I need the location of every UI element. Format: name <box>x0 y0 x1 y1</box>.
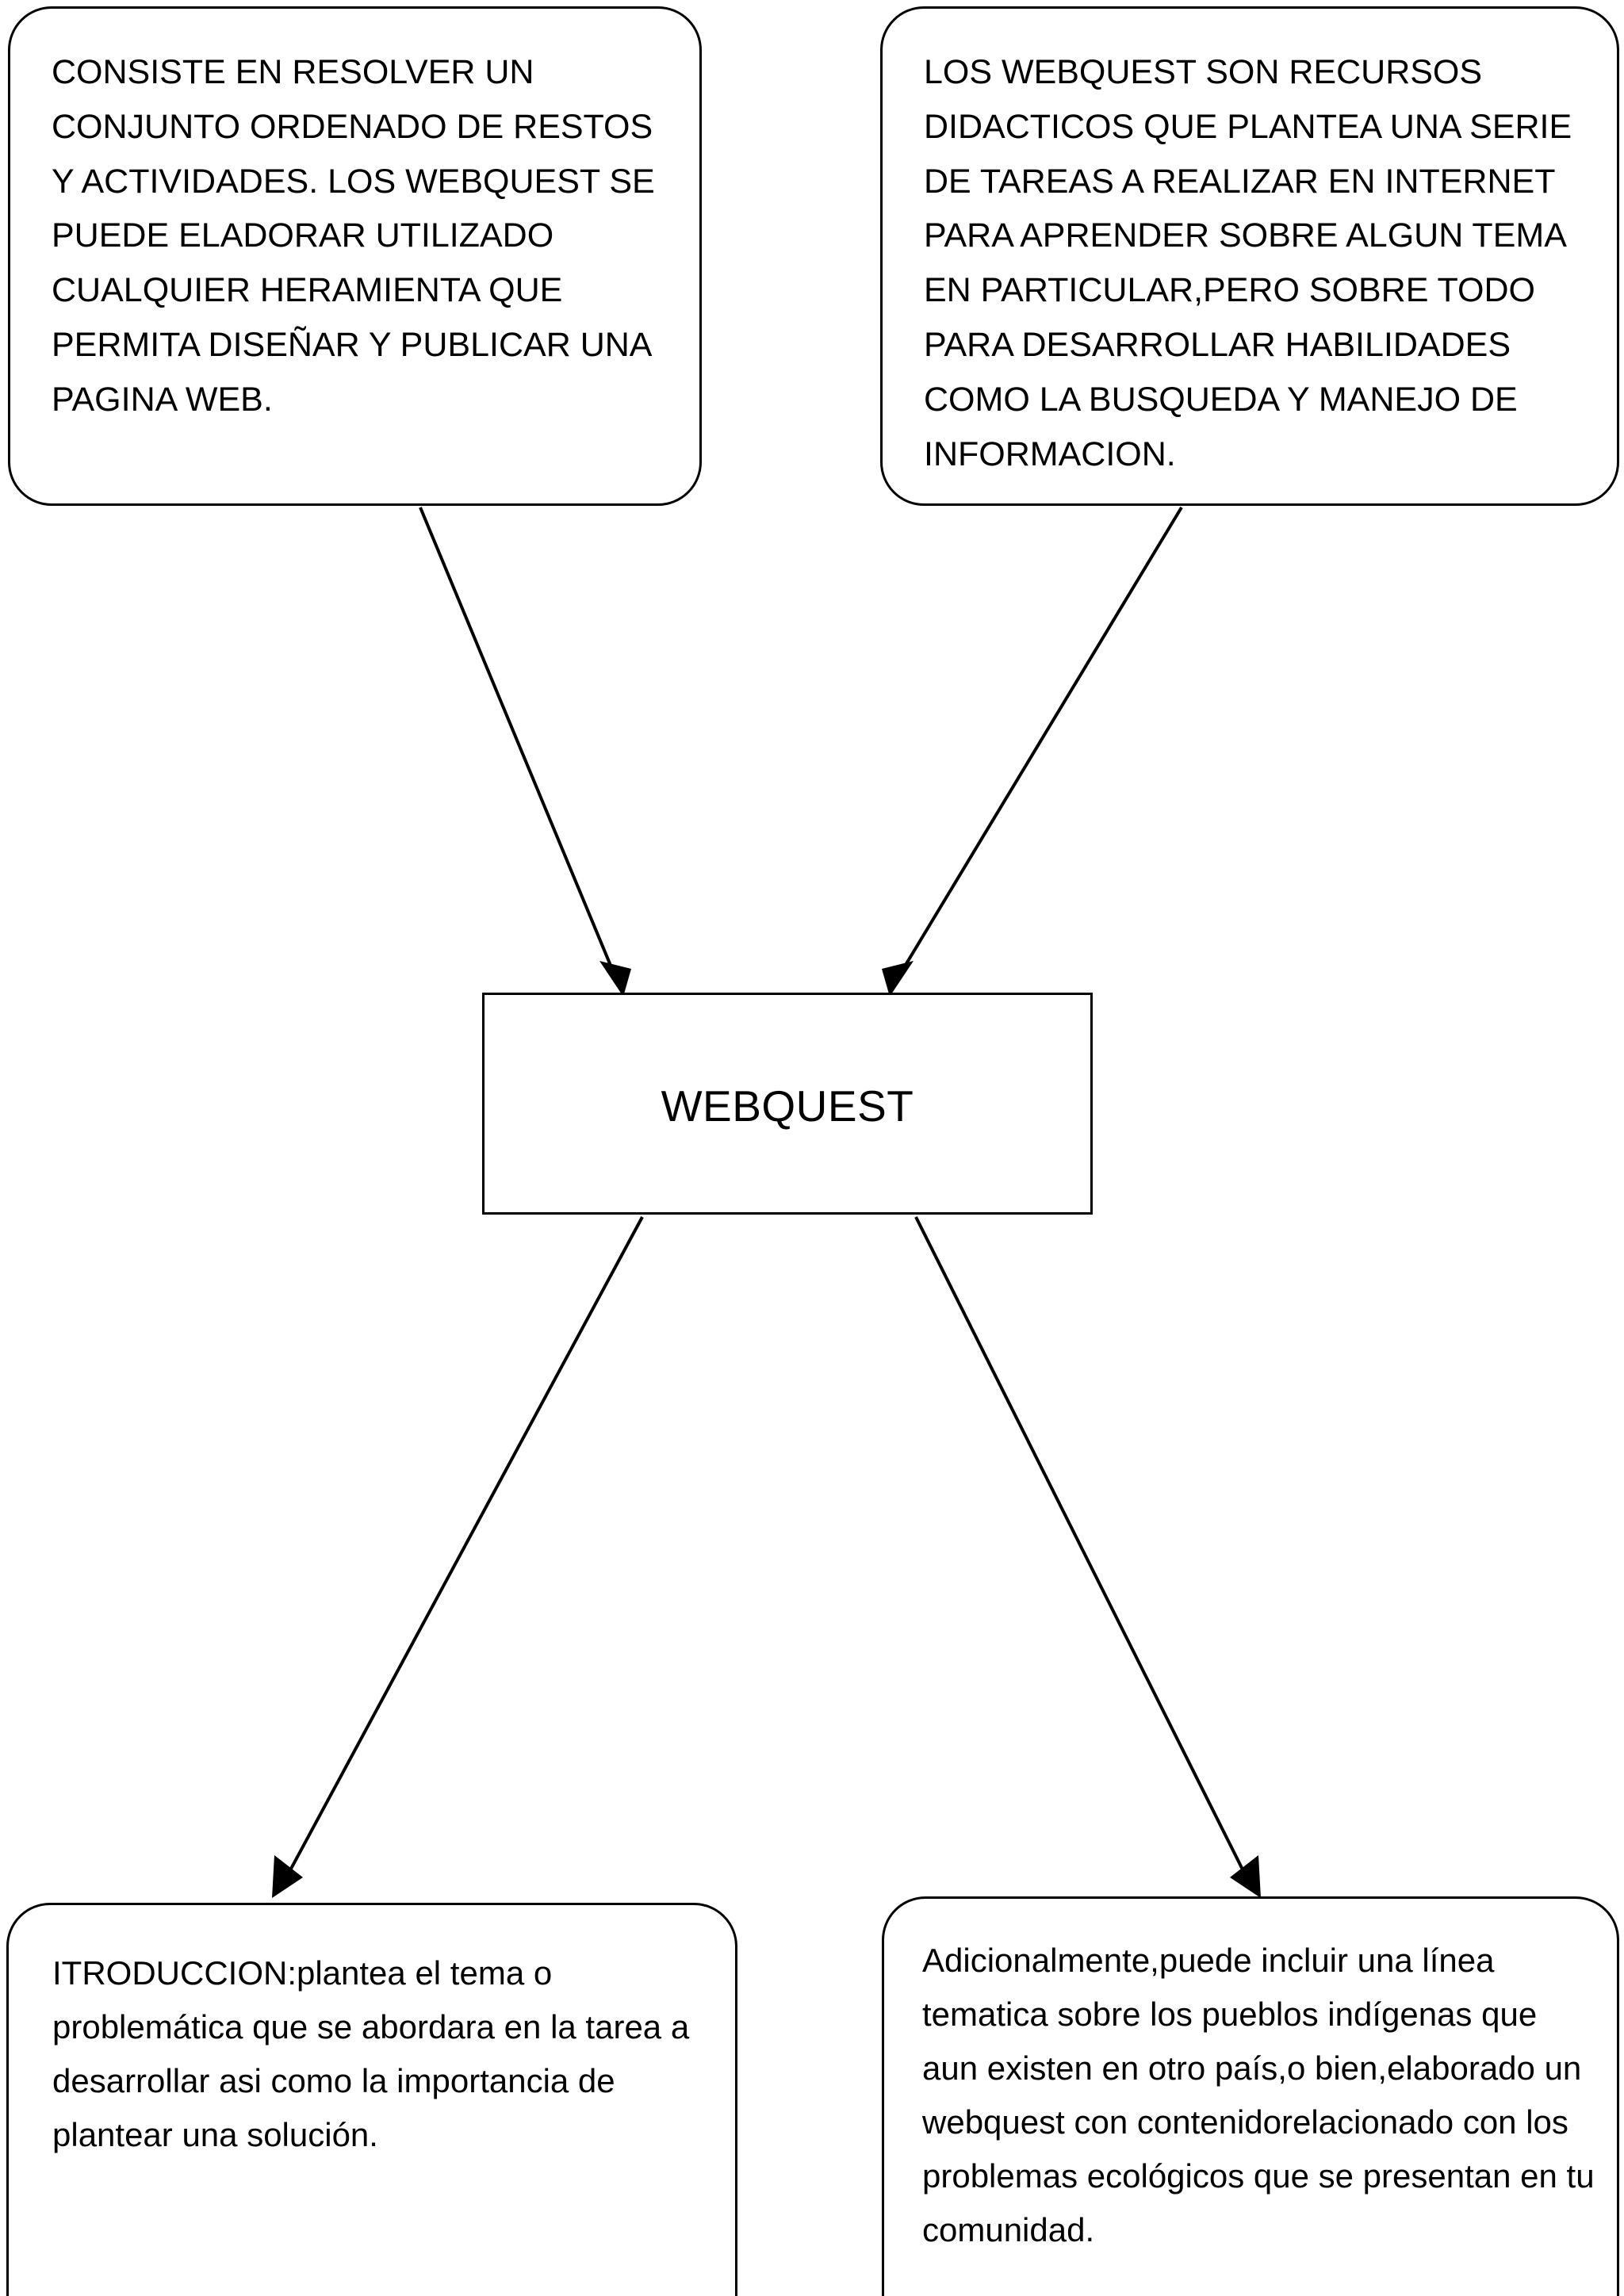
node-definition-right[interactable]: LOS WEBQUEST SON RECURSOS DIDACTICOS QUE… <box>880 6 1619 506</box>
arrowhead-to-introduction <box>272 1855 303 1898</box>
node-additional-text: Adicionalmente,puede incluir una línea t… <box>922 1942 1595 2249</box>
node-center-webquest[interactable]: WEBQUEST <box>482 993 1093 1215</box>
node-additional[interactable]: Adicionalmente,puede incluir una línea t… <box>882 1896 1619 2296</box>
edge-definition-right-to-center <box>894 506 1183 982</box>
arrowhead-to-additional <box>1230 1855 1261 1898</box>
arrowhead-to-center-right <box>882 961 914 997</box>
node-definition-right-text: LOS WEBQUEST SON RECURSOS DIDACTICOS QUE… <box>924 53 1572 473</box>
arrowhead-to-center-left <box>599 961 631 997</box>
node-definition-left-text: CONSISTE EN RESOLVER UN CONJUNTO ORDENAD… <box>52 53 655 419</box>
node-introduction-text: ITRODUCCION:plantea el tema o problemáti… <box>52 1954 690 2154</box>
node-definition-left[interactable]: CONSISTE EN RESOLVER UN CONJUNTO ORDENAD… <box>8 6 702 506</box>
edge-center-to-introduction <box>284 1216 644 1880</box>
edge-definition-left-to-center <box>419 507 619 982</box>
node-center-label: WEBQUEST <box>661 1081 914 1131</box>
edge-center-to-additional <box>914 1216 1249 1880</box>
node-introduction[interactable]: ITRODUCCION:plantea el tema o problemáti… <box>6 1903 737 2296</box>
